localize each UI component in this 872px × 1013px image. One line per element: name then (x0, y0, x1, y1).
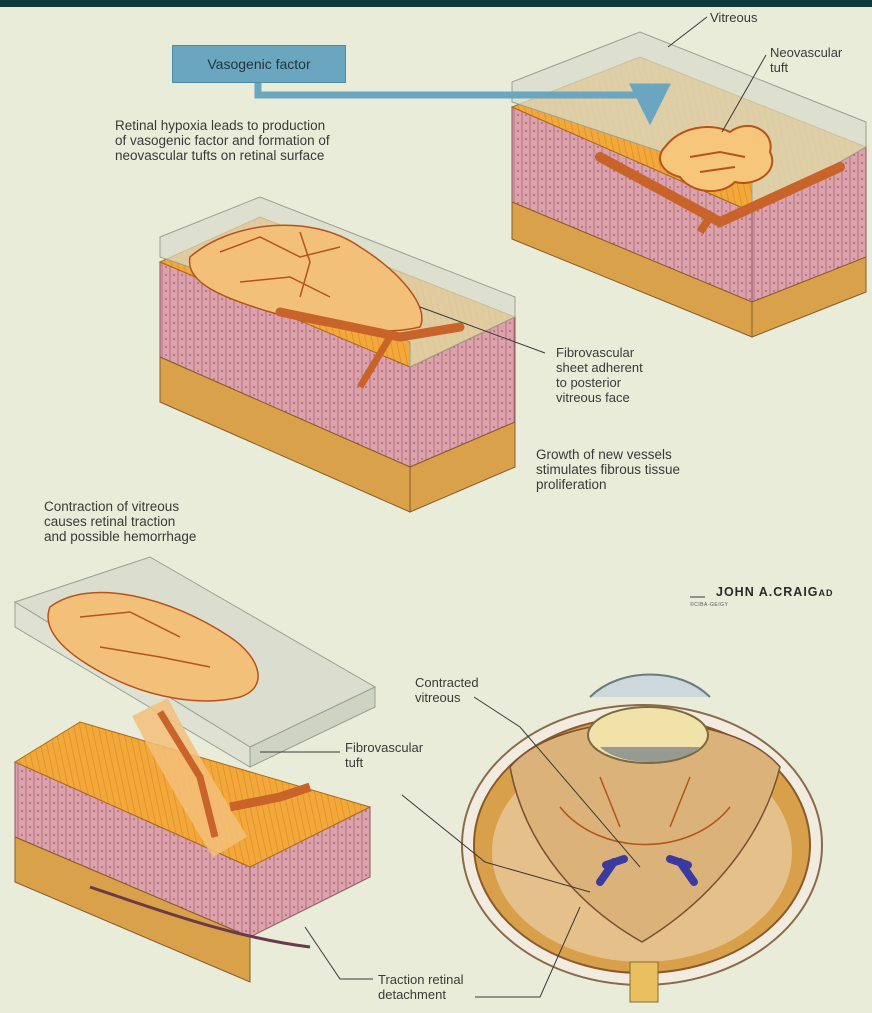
vasogenic-factor-label-box: Vasogenic factor (172, 45, 346, 83)
block-traction (15, 557, 375, 982)
caption-contraction: Contraction of vitreous causes retinal t… (44, 499, 196, 544)
diagram-canvas: Vasogenic factor Vitreous Neovascular tu… (0, 7, 872, 1013)
label-vitreous: Vitreous (710, 10, 757, 25)
caption-growth: Growth of new vessels stimulates fibrous… (536, 447, 680, 492)
leader-detachment-left (305, 927, 373, 979)
signature-suffix: AD (819, 588, 834, 598)
signature-copyright: ©CIBA-GEIGY (690, 602, 728, 608)
optic-nerve (630, 962, 658, 1002)
block-fibrovascular-sheet (160, 197, 515, 512)
label-fibrovascular-sheet: Fibrovascular sheet adherent to posterio… (556, 345, 643, 405)
signature-name: JOHN A.CRAIG (716, 585, 819, 599)
label-traction-detachment: Traction retinal detachment (378, 972, 464, 1002)
leader-vitreous (668, 17, 707, 47)
label-contracted-vitreous: Contracted vitreous (415, 675, 479, 705)
label-neovascular-tuft: Neovascular tuft (770, 45, 842, 75)
caption-hypoxia: Retinal hypoxia leads to production of v… (115, 118, 330, 163)
artist-signature: JOHN A.CRAIGAD (716, 585, 834, 599)
block-neovascular-tuft (512, 32, 866, 337)
top-border (0, 0, 872, 7)
label-fibrovascular-tuft: Fibrovascular tuft (345, 740, 423, 770)
vasogenic-factor-label: Vasogenic factor (173, 46, 345, 82)
eye-cross-section (462, 675, 822, 1003)
